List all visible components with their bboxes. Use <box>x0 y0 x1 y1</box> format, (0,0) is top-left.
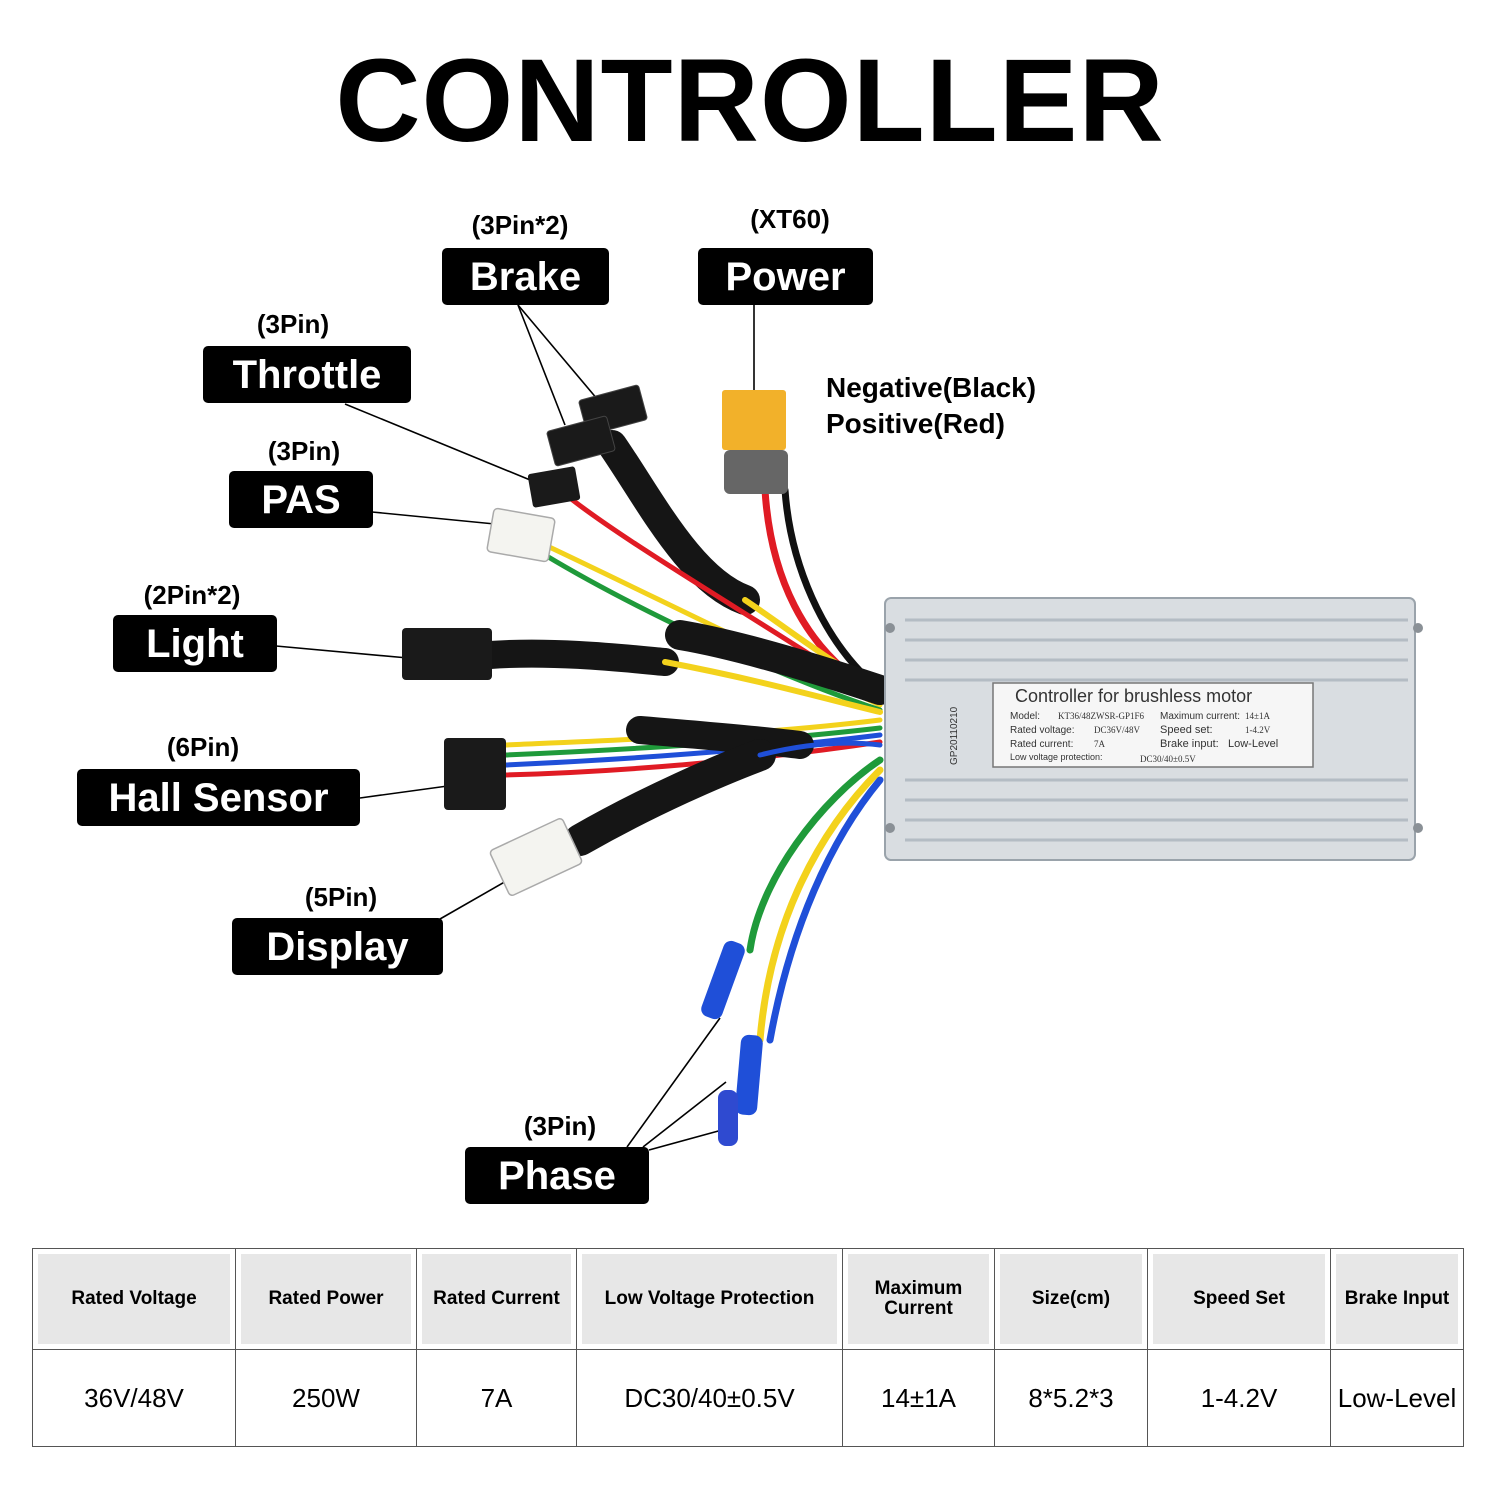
spec-header: Maximum Current <box>842 1248 995 1350</box>
controller-case <box>884 597 1423 861</box>
phase-label: Phase <box>465 1147 649 1204</box>
light-label: Light <box>113 615 277 672</box>
display-pin-count: (5Pin) <box>304 882 378 912</box>
pas-label: PAS <box>229 471 373 528</box>
spec-header: Brake Input <box>1330 1248 1464 1350</box>
spec-header: Speed Set <box>1147 1248 1331 1350</box>
spec-value: 7A <box>416 1349 577 1447</box>
brake-connectors <box>546 384 648 467</box>
spec-value: DC30/40±0.5V <box>576 1349 843 1447</box>
spec-header: Rated Current <box>416 1248 577 1350</box>
rated-voltage-value: DC36V/48V <box>1094 725 1141 735</box>
spec-value: 36V/48V <box>32 1349 236 1447</box>
hall-wires-b <box>502 732 883 768</box>
display-sheath <box>564 739 776 856</box>
spec-header: Rated Voltage <box>32 1248 236 1350</box>
negative-wire-note: Negative(Black) <box>826 372 1037 403</box>
spec-header: Size(cm) <box>994 1248 1148 1350</box>
brake-sheath <box>597 430 760 615</box>
low-voltage-label: Low voltage protection: <box>1010 752 1103 762</box>
power-label: Power <box>698 248 873 305</box>
model-label: Model: <box>1010 711 1040 722</box>
brake-input-value: Low-Level <box>1228 738 1278 750</box>
max-current-label: Maximum current: <box>1160 711 1240 722</box>
light-connector <box>402 628 492 680</box>
light-yellow-wire <box>662 659 883 715</box>
model-value: KT36/48ZWSR-GP1F6 <box>1058 711 1145 721</box>
spec-header: Low Voltage Protection <box>576 1248 843 1350</box>
hall-wires-r <box>502 739 883 778</box>
leader-lines <box>275 304 755 1151</box>
brake-label: Brake <box>442 248 609 305</box>
hall-pin-count: (6Pin) <box>166 732 240 762</box>
display-label: Display <box>232 918 443 975</box>
phase-green-wire <box>746 756 884 954</box>
power-pin-count: (XT60) <box>750 204 830 234</box>
serial-number: GP20110210 <box>949 706 960 765</box>
speed-set-value: 1-4.2V <box>1245 725 1271 735</box>
throttle-connector <box>527 466 581 508</box>
spec-value: 8*5.2*3 <box>994 1349 1148 1447</box>
light-sheath-2 <box>665 620 895 705</box>
phase-yellow-wire <box>756 766 884 1044</box>
controller-heading: Controller for brushless motor <box>1015 686 1252 706</box>
spec-value: 1-4.2V <box>1147 1349 1331 1447</box>
max-current-value: 14±1A <box>1245 711 1270 721</box>
rated-voltage-label: Rated voltage: <box>1010 725 1075 736</box>
rated-current-label: Rated current: <box>1010 739 1073 750</box>
connectors <box>402 384 788 1146</box>
hall-connector <box>444 738 506 810</box>
display-wires <box>757 740 883 758</box>
pas-pin-count: (3Pin) <box>267 436 341 466</box>
throttle-pin-count: (3Pin) <box>256 309 330 339</box>
spec-table: Rated Voltage Rated Power Rated Current … <box>32 1248 1464 1447</box>
phase-blue-wire <box>766 776 884 1044</box>
spec-header: Rated Power <box>235 1248 417 1350</box>
brake-input-label: Brake input: <box>1160 738 1219 750</box>
rated-current-value: 7A <box>1094 739 1106 749</box>
light-sheath <box>476 639 679 676</box>
spec-value-row: 36V/48V 250W 7A DC30/40±0.5V 14±1A 8*5.2… <box>32 1349 1464 1447</box>
spec-value: Low-Level <box>1330 1349 1464 1447</box>
xt60-connector <box>722 390 788 494</box>
spec-value: 250W <box>235 1349 417 1447</box>
power-polarity: Negative(Black) Positive(Red) <box>826 370 1036 442</box>
controller-label-text: Controller for brushless motor Model: KT… <box>949 686 1278 765</box>
phase-terminals <box>701 940 763 1146</box>
brake-pin-count: (3Pin*2) <box>471 210 569 240</box>
phase-pin-count: (3Pin) <box>523 1111 597 1141</box>
spec-header-row: Rated Voltage Rated Power Rated Current … <box>32 1248 1464 1350</box>
spec-value: 14±1A <box>842 1349 995 1447</box>
low-voltage-value: DC30/40±0.5V <box>1140 754 1196 764</box>
pas-connector <box>486 507 556 563</box>
positive-wire-note: Positive(Red) <box>826 408 1005 439</box>
throttle-label: Throttle <box>203 346 411 403</box>
controller-wiring-diagram: Controller for brushless motor Model: KT… <box>275 304 1423 1151</box>
speed-set-label: Speed set: <box>1160 724 1213 736</box>
page-title: CONTROLLER <box>335 35 1165 167</box>
wire-bundle <box>476 430 895 1044</box>
display-connector <box>489 818 583 896</box>
light-pin-count: (2Pin*2) <box>143 580 241 610</box>
hall-sensor-label: Hall Sensor <box>77 769 360 826</box>
hall-sheath <box>626 716 814 759</box>
